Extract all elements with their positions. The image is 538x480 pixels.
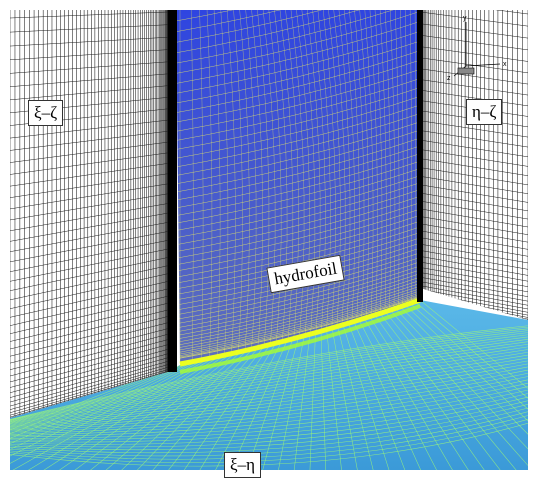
wall-edges — [168, 10, 423, 372]
axis-y-label: y — [463, 15, 467, 22]
floor-grid — [10, 300, 528, 470]
axis-triad-icon: y x z — [447, 15, 507, 82]
xi-eta-plane-label: ξ–η — [224, 452, 261, 478]
xi-zeta-plane-label: ξ–ζ — [28, 100, 64, 126]
left-wall-grid — [10, 10, 170, 420]
right-wall-grid — [420, 10, 528, 322]
hydrofoil-surface-grid — [176, 10, 421, 374]
eta-zeta-plane-label: η–ζ — [466, 99, 503, 125]
axis-x-label: x — [503, 61, 507, 68]
axis-z-label: z — [447, 75, 451, 82]
